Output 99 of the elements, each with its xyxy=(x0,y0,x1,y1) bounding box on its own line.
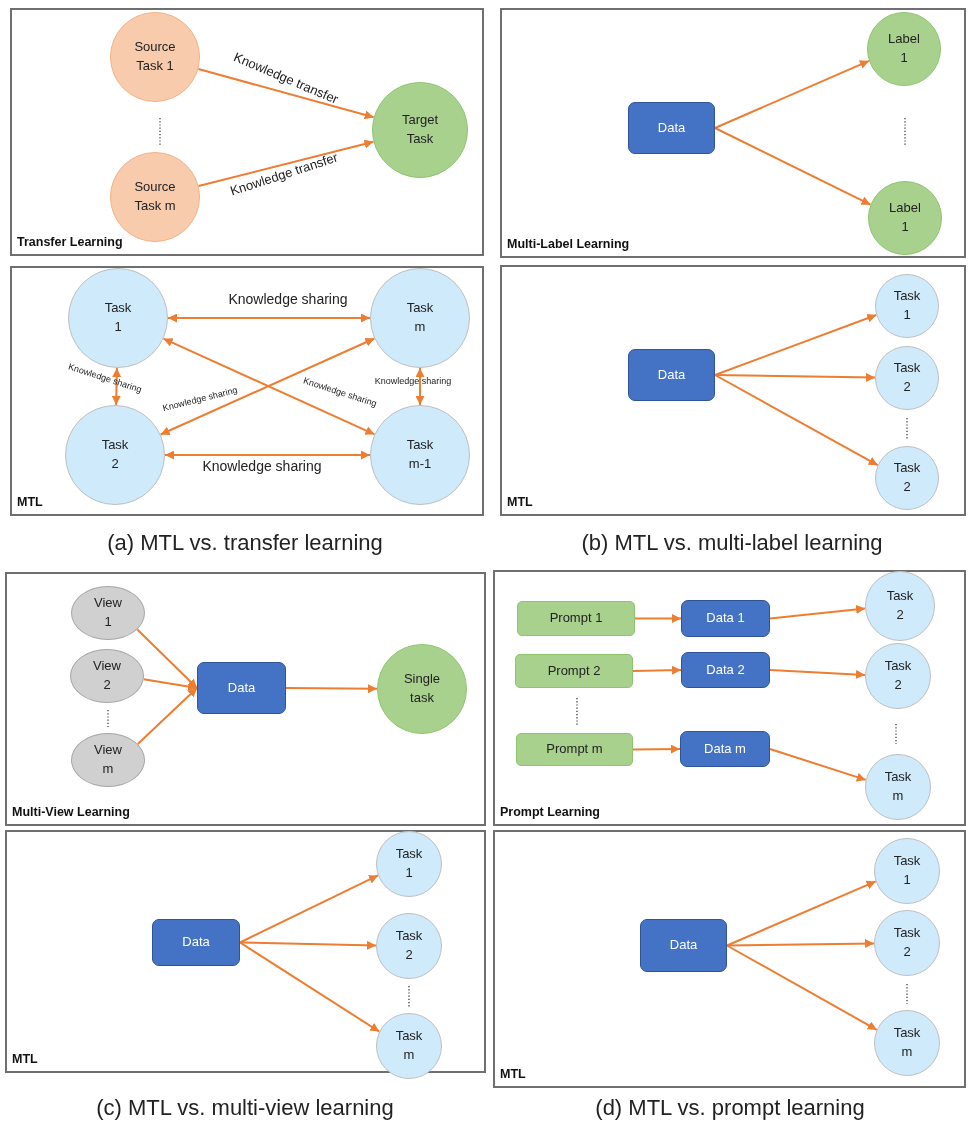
arrow xyxy=(726,880,877,947)
data-box xyxy=(628,102,715,154)
arrow xyxy=(285,684,378,694)
node-label: Prompt 2 xyxy=(546,661,602,680)
node-label: Data xyxy=(668,936,699,955)
node-label: Data 2 xyxy=(705,660,746,679)
arrow xyxy=(769,669,866,679)
panel-frame xyxy=(493,830,966,1088)
view-ellipse xyxy=(71,733,145,787)
node-label: Task m xyxy=(405,299,435,336)
arrow xyxy=(632,744,681,754)
edge-label: Knowledge sharing xyxy=(161,384,239,414)
node-label: Task 1 xyxy=(892,852,922,889)
data-box xyxy=(197,662,286,714)
node-label: Data 1 xyxy=(705,609,746,628)
panel-title: MTL xyxy=(12,1050,38,1068)
panel-title: Multi-Label Learning xyxy=(507,235,630,253)
node-label: Task 1 xyxy=(394,845,424,882)
arrow xyxy=(726,939,875,949)
panel-frame xyxy=(493,570,966,826)
node-label: Label 1 xyxy=(888,199,922,236)
node-label: Task 2 xyxy=(394,927,424,964)
arrow xyxy=(726,944,878,1031)
arrow xyxy=(634,614,682,623)
node-label: View 2 xyxy=(92,657,122,694)
prompt-box xyxy=(516,733,633,766)
panel-frame xyxy=(10,266,484,516)
arrow xyxy=(239,941,381,1033)
data-box xyxy=(628,349,715,401)
node-label: View 1 xyxy=(93,594,123,631)
data-box xyxy=(152,919,240,966)
node-label: Task m-1 xyxy=(405,436,435,473)
figure-caption: (c) MTL vs. multi-view learning xyxy=(96,1095,394,1121)
arrow xyxy=(415,367,425,406)
node-label: Task 2 xyxy=(892,359,922,396)
panel-frame xyxy=(10,8,484,256)
arrow xyxy=(136,687,198,745)
view-ellipse xyxy=(71,586,145,640)
node-label: Task m xyxy=(883,768,913,805)
panel-frame xyxy=(500,8,966,258)
prompt-box xyxy=(517,601,635,636)
node-label: Data xyxy=(656,118,687,137)
node-label: Task 1 xyxy=(103,299,133,336)
edge-label: Knowledge sharing xyxy=(228,291,348,307)
node-label: Task 1 xyxy=(892,287,922,324)
arrow xyxy=(714,127,872,206)
arrow xyxy=(239,940,377,950)
node-label: Task m xyxy=(892,1024,922,1061)
panel-frame xyxy=(500,265,966,516)
node-label: Task 2 xyxy=(883,657,913,694)
node-label: Data m xyxy=(703,739,747,758)
panel-title: MTL xyxy=(17,493,43,511)
arrow xyxy=(714,372,876,382)
node-label: Task 2 xyxy=(100,436,130,473)
node-label: Data xyxy=(656,365,687,384)
data-box xyxy=(680,731,770,767)
arrow xyxy=(164,450,371,460)
node-label: Task m xyxy=(394,1027,424,1064)
data-box xyxy=(681,600,770,637)
arrow xyxy=(197,68,375,120)
edge-label: Knowledge sharing xyxy=(202,458,322,474)
panel-title: Multi-View Learning xyxy=(12,803,130,821)
arrow xyxy=(111,367,122,406)
panel-title: MTL xyxy=(507,493,533,511)
node-label: Task 2 xyxy=(885,587,915,624)
prompt-box xyxy=(515,654,633,688)
arrow xyxy=(714,374,879,467)
arrow xyxy=(769,604,867,620)
arrow xyxy=(769,748,867,782)
figure-caption: (a) MTL vs. transfer learning xyxy=(107,530,383,556)
arrow xyxy=(167,313,371,323)
arrow xyxy=(136,628,198,689)
node-label: Prompt 1 xyxy=(548,609,604,628)
figure-caption: (b) MTL vs. multi-label learning xyxy=(581,530,883,556)
node-label: Task 2 xyxy=(892,924,922,961)
node-label: Data xyxy=(181,933,211,952)
node-label: Single task xyxy=(402,670,442,707)
panel-frame xyxy=(5,572,486,826)
node-label: Task 2 xyxy=(892,459,922,496)
figure-caption: (d) MTL vs. prompt learning xyxy=(595,1095,865,1121)
arrow xyxy=(714,313,878,376)
node-label: View m xyxy=(93,741,123,778)
arrow xyxy=(197,139,375,187)
node-label: Label 1 xyxy=(887,30,921,67)
panel-title: MTL xyxy=(500,1065,526,1083)
arrow xyxy=(239,874,379,944)
node-label: Target Task xyxy=(400,111,440,148)
arrow xyxy=(714,59,870,129)
arrow xyxy=(632,665,682,675)
node-label: Prompt m xyxy=(545,740,604,759)
node-label: Source Task m xyxy=(133,178,177,215)
panel-title: Transfer Learning xyxy=(17,233,123,251)
node-label: Data xyxy=(226,678,257,697)
data-box xyxy=(681,652,770,688)
edge-label: Knowledge sharing xyxy=(374,376,452,386)
arrow xyxy=(142,678,198,691)
panel-title: Prompt Learning xyxy=(500,803,600,821)
node-label: Source Task 1 xyxy=(133,38,177,75)
data-box xyxy=(640,919,727,972)
